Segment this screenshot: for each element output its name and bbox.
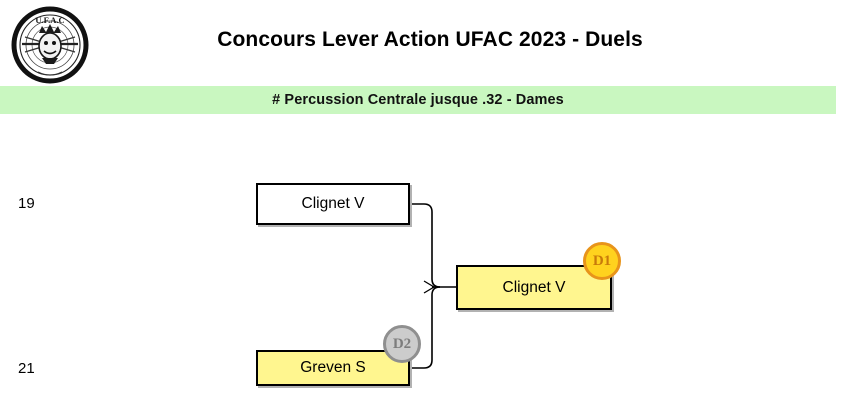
- competitor-box-round1-top[interactable]: Clignet V: [256, 183, 410, 225]
- ufac-club-emblem-icon: U.F.A.C: [8, 6, 92, 84]
- category-band: # Percussion Centrale jusque .32 - Dames: [0, 86, 836, 114]
- competitor-name: Clignet V: [502, 278, 566, 296]
- competitor-box-round2-winner[interactable]: Clignet V: [456, 265, 612, 310]
- competitor-box-round1-bottom[interactable]: Greven S: [256, 350, 410, 386]
- duel-badge-d1[interactable]: D1: [583, 242, 621, 280]
- duel-badge-label: D2: [392, 335, 412, 352]
- competitor-name: Clignet V: [301, 195, 365, 212]
- duel-badge-label: D1: [592, 252, 612, 269]
- seed-number: 19: [18, 195, 35, 212]
- seed-number: 21: [18, 360, 35, 377]
- svg-text:U.F.A.C: U.F.A.C: [35, 15, 64, 25]
- category-label: # Percussion Centrale jusque .32 - Dames: [272, 92, 564, 108]
- duel-badge-d2[interactable]: D2: [383, 325, 421, 363]
- page-title: Concours Lever Action UFAC 2023 - Duels: [217, 28, 643, 51]
- competitor-name: Greven S: [300, 359, 366, 376]
